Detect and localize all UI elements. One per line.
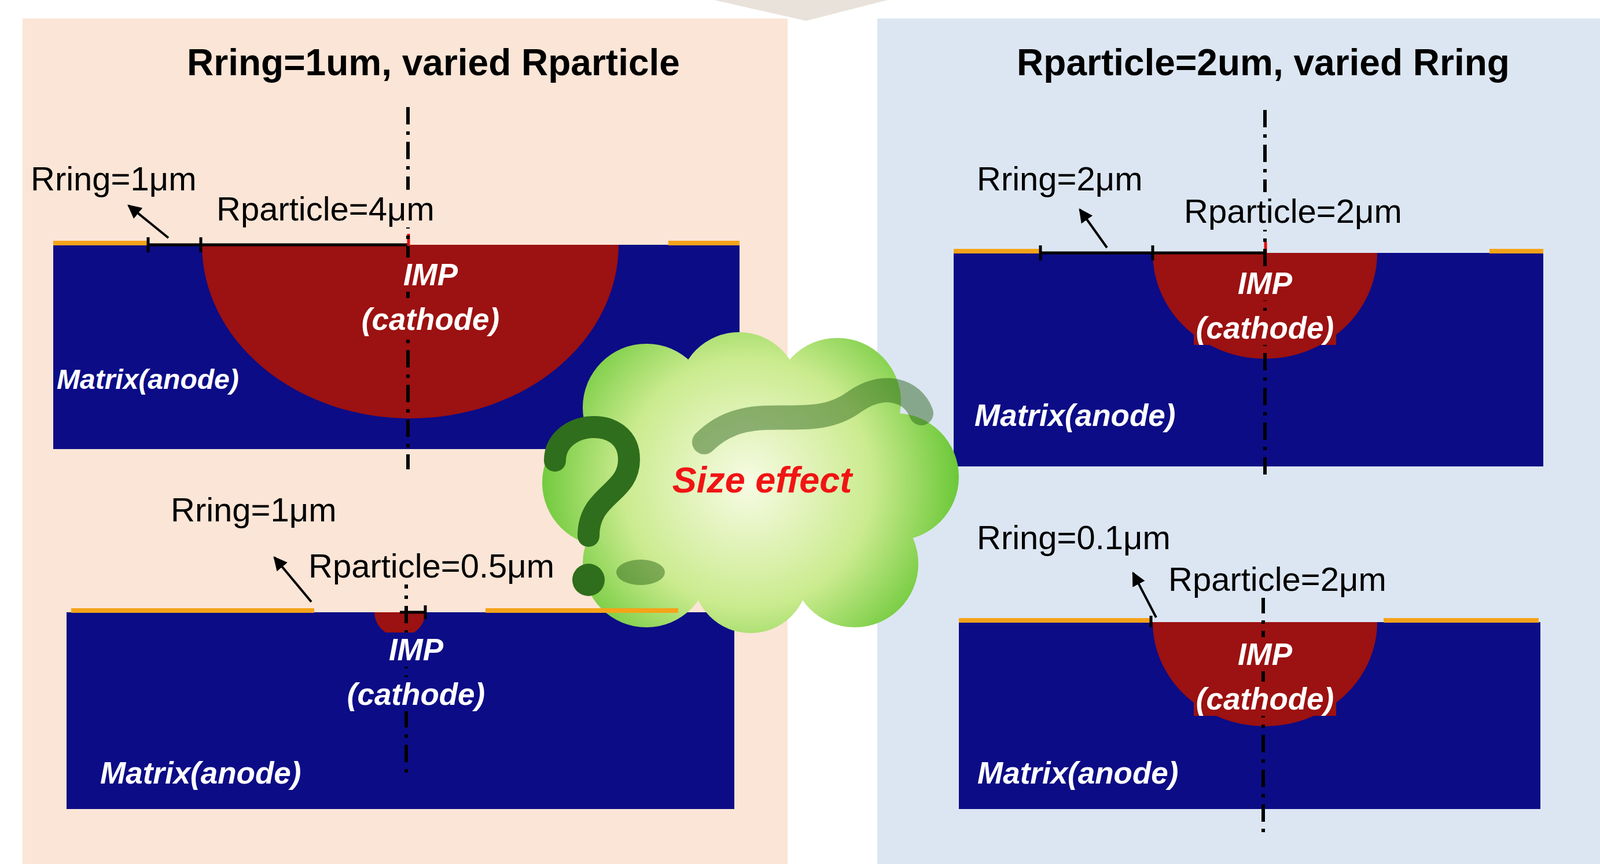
text-holder: IMP (cathode) <box>1178 632 1352 722</box>
text-holder: Rring=0.1μm <box>974 518 1173 558</box>
dimension-tick <box>1151 245 1155 261</box>
question-mark <box>554 427 630 536</box>
leader-arrow <box>128 205 169 238</box>
symmetry-axis <box>404 571 408 776</box>
matrix-region: Matrix(anode) IMP (cathode) <box>958 622 1541 809</box>
top-tab <box>714 0 888 21</box>
leader-arrow <box>1079 209 1107 248</box>
imp-particle: IMP (cathode) <box>1152 252 1378 359</box>
film-strip <box>953 248 1041 254</box>
dimension-label: Rparticle=2μm <box>1181 192 1405 230</box>
dimension-label: Rparticle=2μm <box>1166 560 1389 598</box>
imp-particle: IMP (cathode) <box>201 244 619 419</box>
dimension-line <box>1040 251 1265 255</box>
cloud-lobe <box>692 517 809 634</box>
surface-film <box>53 243 1544 621</box>
film-strip <box>958 618 1151 623</box>
cloud-lobe <box>791 499 919 628</box>
dimension-tick <box>1039 245 1043 261</box>
cloud-body <box>542 332 959 634</box>
matrix-region: Matrix(anode) IMP (cathode) <box>66 612 735 809</box>
text-holder: IMP (cathode) <box>343 252 518 342</box>
text-holder: Rparticle=4μm <box>214 189 437 229</box>
region-label: Matrix(anode) <box>100 755 301 790</box>
film-strip <box>71 608 315 613</box>
film-strip <box>1383 618 1539 623</box>
text-holder: Rparticle=2μm <box>1181 192 1405 231</box>
text-holder: IMP (cathode) <box>329 627 503 717</box>
question-dot <box>572 563 605 597</box>
dimension-lines <box>148 237 1265 628</box>
text-holder: Matrix(anode) <box>100 755 301 792</box>
film-strip <box>668 240 740 246</box>
text-holder: Rring=2μm <box>974 159 1145 199</box>
text-holder: Rparticle=2um, varied Rring <box>1016 41 1510 85</box>
right-panel: Rparticle=2um, varied RringMatrix(anode)… <box>877 18 1600 864</box>
particle-label: IMP (cathode) <box>1193 637 1337 716</box>
dimension-tick <box>146 237 150 253</box>
question-shadow-dot <box>616 559 665 586</box>
dimension-label: Rparticle=0.5μm <box>306 546 557 585</box>
text-holder: Matrix(anode) <box>56 363 239 396</box>
matrix-region: Matrix(anode) IMP (cathode) <box>953 252 1544 467</box>
question-shadow <box>704 390 922 443</box>
text-holder: Matrix(anode) <box>977 755 1179 792</box>
dimension-tick <box>1149 615 1153 628</box>
film-strip <box>485 608 679 613</box>
symmetry-axis <box>1261 561 1265 837</box>
size-effect-cloud: Size effect <box>530 326 965 638</box>
dimension-label: Rring=2μm <box>974 159 1145 198</box>
film-strip <box>53 240 149 246</box>
text-holder: IMP (cathode) <box>1178 261 1352 351</box>
cloud-text: Size effect <box>672 459 852 500</box>
film-strip <box>1489 248 1544 254</box>
center-mark <box>407 233 411 247</box>
half-disc <box>1152 252 1378 359</box>
text-holder: Rparticle=0.5μm <box>306 546 557 586</box>
particle-label: IMP (cathode) <box>359 257 503 337</box>
half-disc <box>201 244 619 419</box>
imp-particle: IMP (cathode) <box>1152 622 1378 727</box>
half-disc <box>1152 622 1378 727</box>
region-label: Matrix(anode) <box>56 363 239 395</box>
text-holder: Matrix(anode) <box>974 398 1176 434</box>
text-holder: Rparticle=2μm <box>1166 560 1389 599</box>
symmetry-axis <box>1263 109 1267 475</box>
center-mark <box>1264 241 1268 255</box>
symmetry-axes <box>406 107 1265 837</box>
dimension-label: Rparticle=4μm <box>214 189 437 228</box>
dimension-tick <box>199 237 203 253</box>
text-holder: Rring=1um, varied Rparticle <box>186 41 680 85</box>
dimension-label: Rring=1μm <box>28 159 199 198</box>
panel-title: Rparticle=2um, varied Rring <box>1016 41 1510 84</box>
particle-label: IMP (cathode) <box>1193 266 1337 345</box>
region-label: Matrix(anode) <box>974 398 1176 433</box>
dimension-line <box>399 611 426 614</box>
panel-title: Rring=1um, varied Rparticle <box>186 41 680 84</box>
symmetry-axis <box>406 107 410 470</box>
text-holder: Rring=1μm <box>28 159 199 199</box>
text-holder: Size effect <box>672 458 852 501</box>
dimension-tick <box>424 605 428 620</box>
imp-particle: IMP (cathode) <box>374 612 426 637</box>
text-holder: Rring=1μm <box>168 490 339 530</box>
dimension-label: Rring=1μm <box>168 490 339 529</box>
center-marks <box>408 233 1266 255</box>
dimension-line <box>148 243 408 247</box>
leader-arrow <box>1133 572 1157 618</box>
region-label: Matrix(anode) <box>977 755 1179 790</box>
particle-label: IMP (cathode) <box>344 632 488 712</box>
dimension-label: Rring=0.1μm <box>974 518 1173 557</box>
